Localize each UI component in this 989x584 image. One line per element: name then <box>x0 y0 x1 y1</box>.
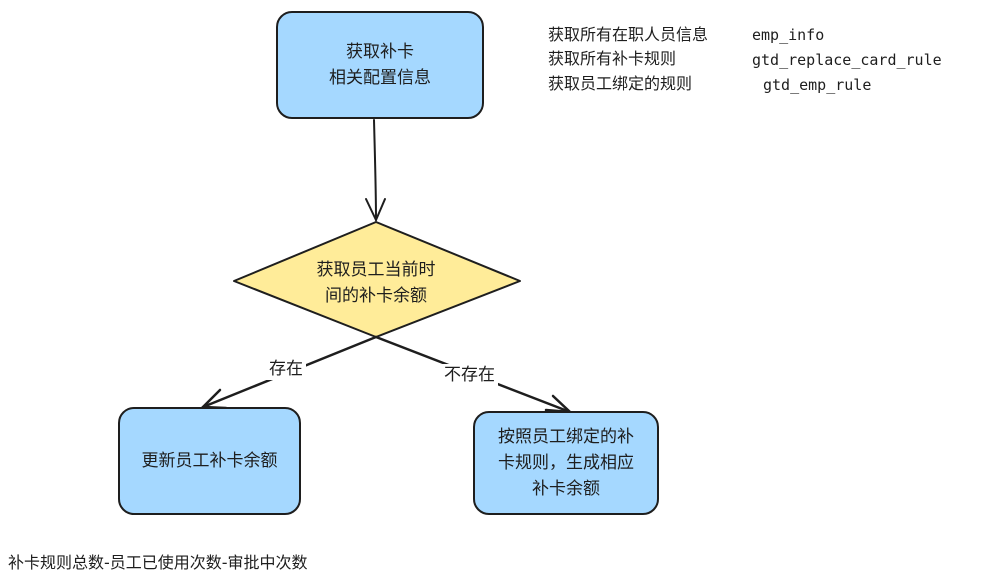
note-table: gtd_emp_rule <box>763 76 872 94</box>
generate-box-line-3: 补卡余额 <box>532 479 600 499</box>
note-text: 获取所有在职人员信息 <box>548 25 709 44</box>
update-balance-box[interactable]: 更新员工补卡余额 <box>118 407 301 515</box>
generate-box-line-2: 卡规则，生成相应 <box>498 453 634 473</box>
edge-label-not-exists: 不存在 <box>441 364 498 386</box>
arrow-start-to-decision <box>365 119 386 223</box>
note-table: emp_info <box>752 26 825 44</box>
note-text: 获取所有补卡规则 <box>548 49 677 68</box>
note-item: 获取员工绑定的规则 <box>548 73 692 94</box>
decision-line-2: 间的补卡余额 <box>325 286 427 306</box>
footer-formula: 补卡规则总数-员工已使用次数-审批中次数 <box>8 553 308 572</box>
generate-box-line-1: 按照员工绑定的补 <box>498 427 634 447</box>
note-item: 获取所有在职人员信息 <box>548 24 708 45</box>
note-table: gtd_replace_card_rule <box>752 51 942 69</box>
start-box-line-2: 相关配置信息 <box>329 68 431 88</box>
note-text: 获取员工绑定的规则 <box>548 74 693 93</box>
generate-balance-box[interactable]: 按照员工绑定的补 卡规则，生成相应 补卡余额 <box>473 411 659 515</box>
decision-label: 获取员工当前时 间的补卡余额 <box>256 255 496 311</box>
decision-line-1: 获取员工当前时 <box>316 260 436 280</box>
start-process-box[interactable]: 获取补卡 相关配置信息 <box>276 11 484 119</box>
edge-label-exists: 存在 <box>266 358 306 380</box>
note-item: 获取所有补卡规则 <box>548 48 676 69</box>
update-box-line-1: 更新员工补卡余额 <box>141 451 278 471</box>
start-box-line-1: 获取补卡 <box>346 42 414 62</box>
